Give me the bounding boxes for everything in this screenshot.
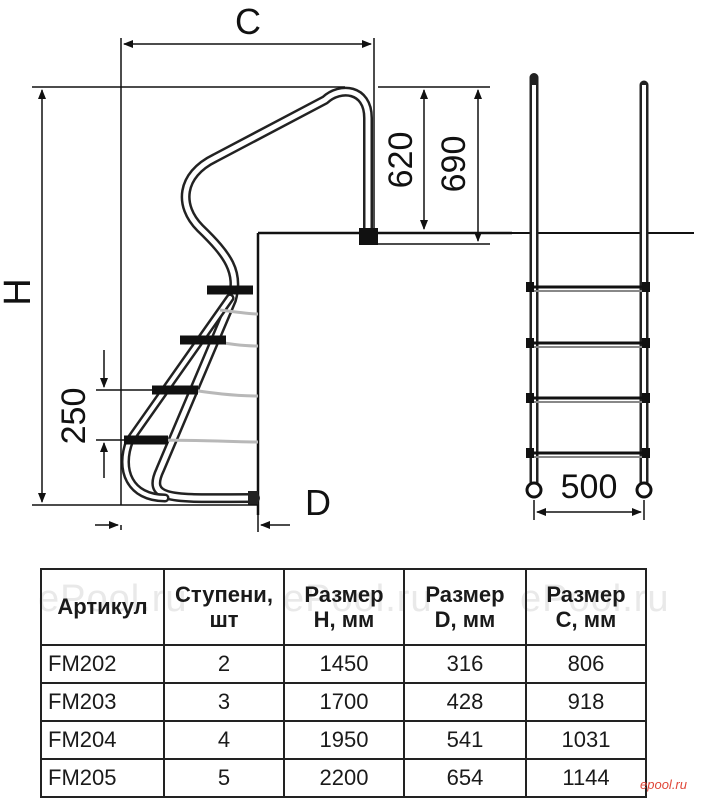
table-row: FM202 2 1450 316 806: [40, 644, 647, 684]
cell-steps: 2: [163, 644, 285, 684]
table-row: FM203 3 1700 428 918: [40, 682, 647, 722]
cell-steps: 3: [163, 682, 285, 722]
dim-620-label: 620: [382, 132, 420, 189]
dim-d-label: D: [305, 482, 331, 523]
ladder-front-view: [525, 73, 653, 499]
table-row: FM204 4 1950 541 1031: [40, 720, 647, 760]
cell-steps: 5: [163, 758, 285, 798]
cell-d: 654: [403, 758, 527, 798]
cell-c: 806: [525, 644, 647, 684]
ladder-drawing: C H D 620 690 250 500: [0, 1, 694, 532]
pool-wall: [256, 231, 694, 515]
cell-article: FM204: [40, 720, 165, 760]
cell-h: 1700: [283, 682, 405, 722]
cell-h: 1450: [283, 644, 405, 684]
dim-h-label: H: [0, 278, 39, 305]
cell-c: 1031: [525, 720, 647, 760]
cell-c: 918: [525, 682, 647, 722]
cell-d: 428: [403, 682, 527, 722]
ladder-side-view: [121, 86, 378, 505]
cell-d: 541: [403, 720, 527, 760]
col-header-steps: Ступени,шт: [163, 568, 285, 646]
dim-500-label: 500: [561, 468, 618, 506]
dim-c-label: C: [235, 1, 261, 42]
dim-690-label: 690: [435, 136, 473, 193]
dim-250-label: 250: [55, 388, 93, 445]
cell-d: 316: [403, 644, 527, 684]
cell-h: 1950: [283, 720, 405, 760]
cell-h: 2200: [283, 758, 405, 798]
cell-article: FM203: [40, 682, 165, 722]
cell-article: FM202: [40, 644, 165, 684]
site-logo: epool.ru: [640, 777, 687, 792]
dimension-lines: [32, 38, 645, 532]
cell-article: FM205: [40, 758, 165, 798]
table-row: FM205 5 2200 654 1144: [40, 758, 647, 798]
cell-steps: 4: [163, 720, 285, 760]
cell-c: 1144: [525, 758, 647, 798]
col-header-article: Артикул: [40, 568, 165, 646]
